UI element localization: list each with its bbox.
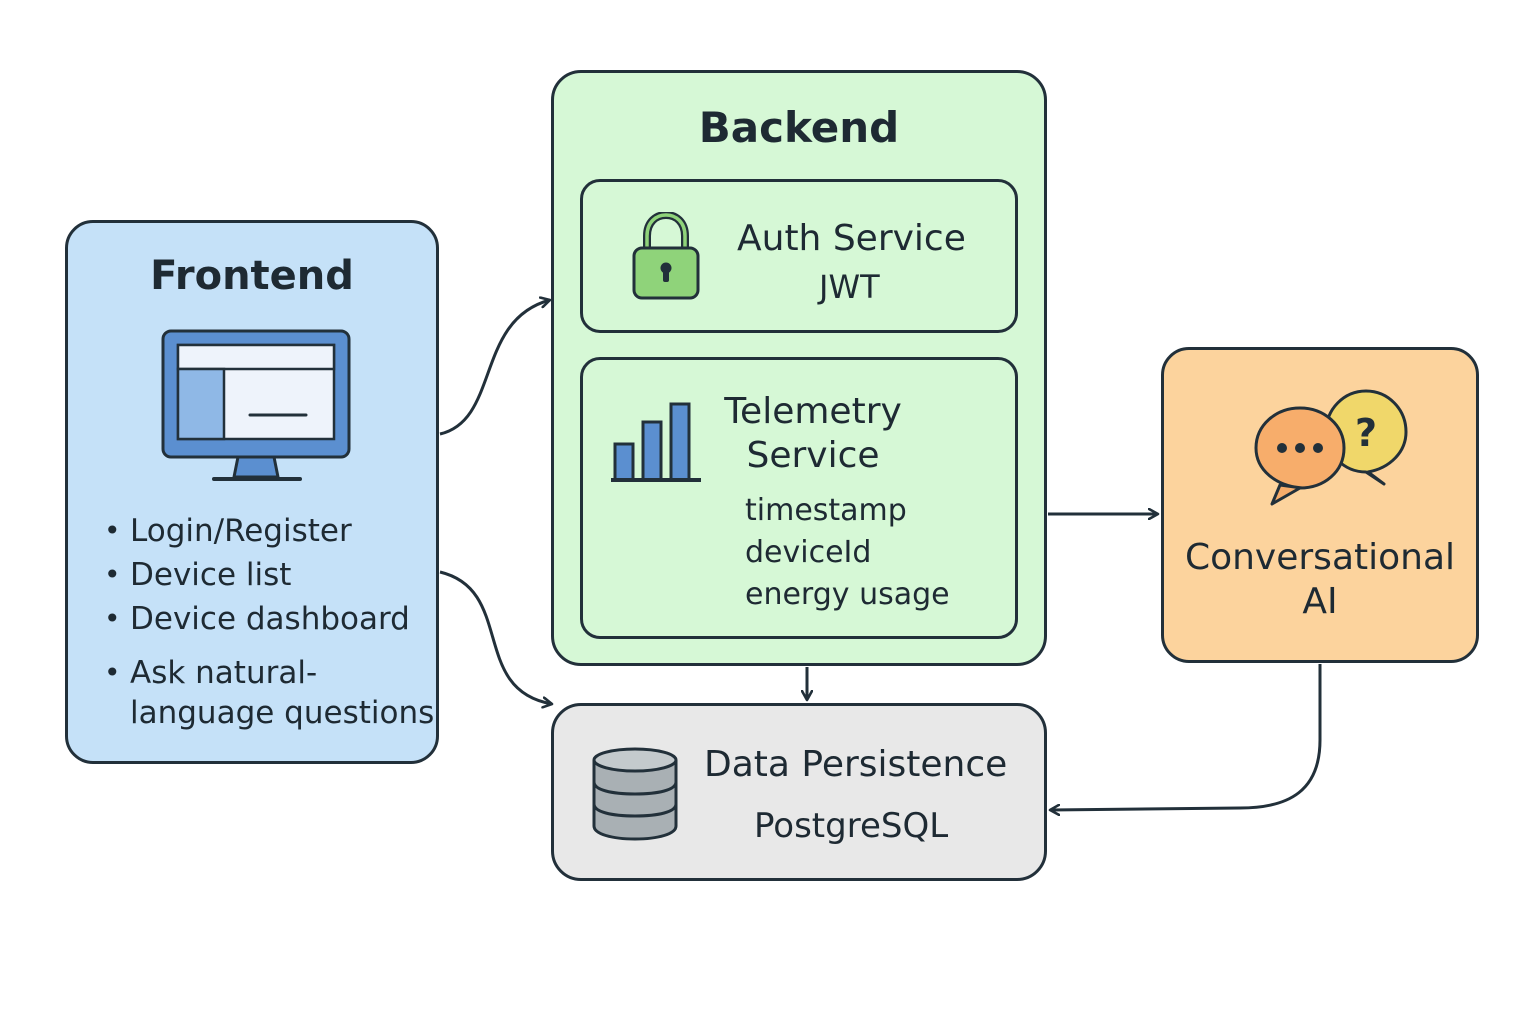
data-persistence-box: Data Persistence PostgreSQL xyxy=(551,703,1047,881)
arrow-frontend-to-auth xyxy=(439,300,550,436)
telemetry-field-list: timestamp deviceId energy usage xyxy=(745,490,950,616)
frontend-box: Frontend Login/Register Device list Devi… xyxy=(65,220,439,764)
telemetry-field: deviceId xyxy=(745,535,872,570)
data-persistence-detail: PostgreSQL xyxy=(754,806,949,846)
list-item: Device dashboard xyxy=(104,597,434,641)
telemetry-service-box: Telemetry Service timestamp deviceId ene… xyxy=(580,357,1018,639)
chat-bubbles-icon: ? xyxy=(1250,388,1410,512)
arrow-frontend-to-data xyxy=(439,570,552,704)
telemetry-field: energy usage xyxy=(745,577,950,612)
list-item: Login/Register xyxy=(104,509,434,553)
auth-service-box: Auth Service JWT xyxy=(580,179,1018,333)
list-item: Device list xyxy=(104,553,434,597)
monitor-icon xyxy=(158,327,358,491)
auth-service-detail: JWT xyxy=(819,268,880,306)
telemetry-field: timestamp xyxy=(745,493,907,528)
database-icon xyxy=(590,746,680,846)
list-item: Ask natural- language questions xyxy=(104,653,434,733)
backend-box: Backend Auth Service JWT xyxy=(551,70,1047,666)
backend-title: Backend xyxy=(698,103,900,152)
arrow-ai-to-data xyxy=(1050,664,1322,810)
telemetry-service-name: Telemetry Service xyxy=(724,391,902,476)
svg-text:?: ? xyxy=(1355,411,1377,455)
frontend-title: Frontend xyxy=(150,253,354,299)
conversational-ai-box: ? Conversational AI xyxy=(1161,347,1479,663)
bar-chart-icon xyxy=(611,400,703,488)
frontend-feature-list: Login/Register Device list Device dashbo… xyxy=(104,509,434,733)
conversational-ai-name: Conversational AI xyxy=(1184,537,1456,622)
data-persistence-name: Data Persistence xyxy=(704,744,1008,785)
lock-icon xyxy=(631,210,701,306)
auth-service-name: Auth Service xyxy=(737,218,966,259)
